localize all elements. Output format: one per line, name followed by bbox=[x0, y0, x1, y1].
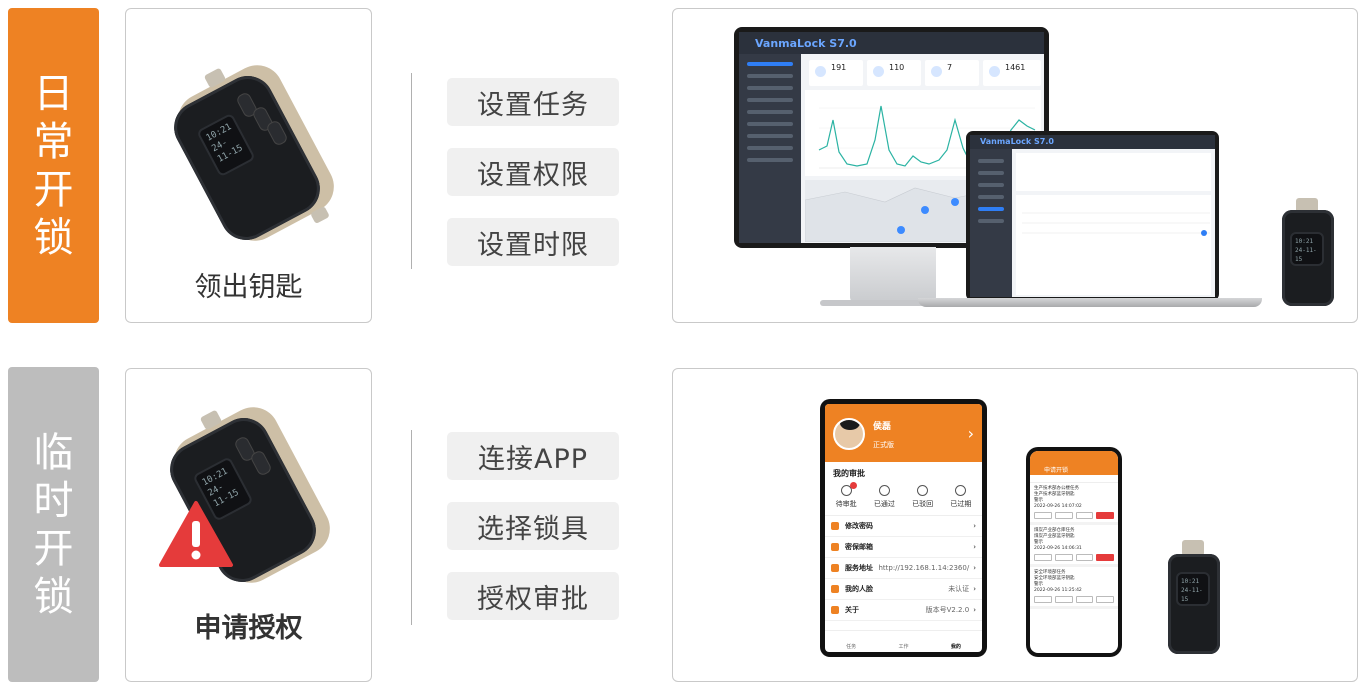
daily-unlock-tab: 日 常 开 锁 bbox=[8, 8, 99, 323]
tab-char: 开 bbox=[33, 166, 74, 213]
key-device-image: 10:21 24-11-15 bbox=[156, 398, 346, 599]
tablet-app-screen: 侯磊 正式版 › 我的审批 待审批 已通过 已驳回 已过期 修改密码› 密保邮箱… bbox=[825, 404, 982, 652]
key-date: 24-11-15 bbox=[1295, 247, 1317, 263]
clock-icon bbox=[955, 485, 967, 496]
step-select-lock: 选择锁具 bbox=[447, 502, 619, 550]
stat-card: 110 bbox=[867, 60, 921, 86]
tab-char: 时 bbox=[33, 477, 74, 524]
key-caption: 申请授权 bbox=[194, 613, 303, 644]
laptop-table-panel bbox=[1016, 195, 1211, 295]
key-card-daily: 10:21 24-11-15 领出钥匙 bbox=[125, 8, 372, 323]
stat-card: 191 bbox=[809, 60, 863, 86]
menu-change-password[interactable]: 修改密码› bbox=[825, 516, 982, 537]
step-set-permission: 设置权限 bbox=[447, 148, 619, 196]
monitor-stand bbox=[850, 247, 936, 303]
profile-header: 侯磊 正式版 › bbox=[825, 404, 982, 462]
chevron-right-icon: › bbox=[973, 564, 976, 572]
lock-icon bbox=[831, 522, 839, 530]
chevron-right-icon: › bbox=[973, 543, 976, 551]
phone-header: 申请开锁 bbox=[1030, 451, 1118, 475]
key-caption: 领出钥匙 bbox=[194, 272, 303, 303]
user-name: 侯磊 bbox=[873, 422, 892, 432]
approved-link[interactable]: 已通过 bbox=[874, 485, 895, 509]
face-icon bbox=[831, 585, 839, 593]
hourglass-icon bbox=[840, 482, 857, 496]
laptop-app-header: VanmaLock S7.0 bbox=[970, 135, 1215, 149]
approval-quick-links: 待审批 已通过 已驳回 已过期 bbox=[825, 482, 982, 516]
step-set-time-limit: 设置时限 bbox=[447, 218, 619, 266]
temporary-unlock-tab: 临 时 开 锁 bbox=[8, 367, 99, 682]
chevron-right-icon: › bbox=[973, 522, 976, 530]
laptop-app-screen: VanmaLock S7.0 bbox=[970, 135, 1215, 297]
menu-my-face[interactable]: 我的人脸未认证› bbox=[825, 579, 982, 600]
key-card-temporary: 10:21 24-11-15 申请授权 bbox=[125, 368, 372, 682]
tab-char: 锁 bbox=[33, 573, 74, 620]
return-icon bbox=[917, 485, 929, 496]
monitor-base bbox=[820, 300, 966, 306]
tab-char: 常 bbox=[33, 118, 74, 165]
key-device-small: 10:21 24-11-15 bbox=[1278, 196, 1340, 311]
laptop-app-sidebar bbox=[970, 149, 1012, 297]
desktop-app-header: VanmaLock S7.0 bbox=[739, 32, 1044, 54]
step-authorize-approve: 授权审批 bbox=[447, 572, 619, 620]
divider bbox=[411, 73, 412, 269]
key-device-small: 10:21 24-11-15 bbox=[1164, 540, 1226, 658]
menu-security-email[interactable]: 密保邮箱› bbox=[825, 537, 982, 558]
lock-icon bbox=[815, 66, 826, 77]
divider bbox=[411, 430, 412, 625]
shield-check-icon bbox=[878, 485, 890, 496]
laptop-filter-panel bbox=[1016, 153, 1211, 191]
card-icon bbox=[931, 66, 942, 77]
unlock-request-item[interactable]: 安全环境部任务 安全环境部蓝牙钥匙 警示 2022-09-26 11:25:42 bbox=[1030, 567, 1118, 609]
unlock-request-item[interactable]: 煤炭产业部仓库任务 煤炭产业部蓝牙钥匙 警示 2022-09-26 14:06:… bbox=[1030, 525, 1118, 567]
key-time: 10:21 bbox=[1295, 238, 1314, 245]
warning-icon bbox=[159, 501, 233, 567]
key-display: 10:21 24-11-15 bbox=[1290, 232, 1324, 266]
step-connect-app: 连接APP bbox=[447, 432, 619, 480]
pending-approval-link[interactable]: 待审批 bbox=[836, 482, 857, 509]
key-device-image: 10:21 24-11-15 bbox=[164, 56, 344, 250]
step-set-task: 设置任务 bbox=[447, 78, 619, 126]
tab-char: 临 bbox=[33, 429, 74, 476]
key-date: 24-11-15 bbox=[1181, 587, 1203, 603]
key-display: 10:21 24-11-15 bbox=[1176, 572, 1210, 606]
expired-link[interactable]: 已过期 bbox=[950, 485, 971, 509]
phone-app-screen: 申请开锁 生产技术部办公楼任务 生产技术部蓝牙钥匙 警示 2022-09-26 … bbox=[1030, 451, 1118, 653]
tab-char: 开 bbox=[33, 525, 74, 572]
stat-card: 1461 bbox=[983, 60, 1041, 86]
server-icon bbox=[831, 564, 839, 572]
user-icon bbox=[989, 66, 1000, 77]
tab-char: 锁 bbox=[33, 214, 74, 261]
tab-char: 日 bbox=[33, 70, 74, 117]
nav-work[interactable]: 工作 bbox=[898, 644, 909, 650]
user-status: 正式版 bbox=[873, 441, 894, 449]
chevron-right-icon: › bbox=[973, 585, 976, 593]
nav-tasks[interactable]: 任务 bbox=[846, 644, 857, 650]
menu-about[interactable]: 关于版本号V2.2.0› bbox=[825, 600, 982, 621]
nav-mine[interactable]: 我的 bbox=[950, 644, 961, 650]
approval-section-title: 我的审批 bbox=[833, 469, 865, 478]
rejected-link[interactable]: 已驳回 bbox=[912, 485, 933, 509]
mail-icon bbox=[831, 543, 839, 551]
unlock-request-item[interactable]: 生产技术部办公楼任务 生产技术部蓝牙钥匙 警示 2022-09-26 14:07… bbox=[1030, 483, 1118, 525]
key-time: 10:21 bbox=[1181, 578, 1200, 585]
stat-card: 7 bbox=[925, 60, 979, 86]
desktop-app-sidebar bbox=[739, 54, 801, 243]
drop-icon bbox=[873, 66, 884, 77]
mobile-screens-card bbox=[672, 368, 1358, 682]
phone: 申请开锁 生产技术部办公楼任务 生产技术部蓝牙钥匙 警示 2022-09-26 … bbox=[1026, 447, 1122, 657]
info-icon bbox=[831, 606, 839, 614]
avatar bbox=[833, 418, 865, 450]
laptop-base bbox=[918, 298, 1262, 307]
bottom-nav: 任务 工作 我的 bbox=[825, 630, 982, 652]
chevron-right-icon[interactable]: › bbox=[967, 424, 974, 443]
phone-tabs bbox=[1030, 475, 1118, 483]
chevron-right-icon: › bbox=[973, 606, 976, 614]
tablet: 侯磊 正式版 › 我的审批 待审批 已通过 已驳回 已过期 修改密码› 密保邮箱… bbox=[820, 399, 987, 657]
laptop: VanmaLock S7.0 bbox=[966, 131, 1219, 301]
